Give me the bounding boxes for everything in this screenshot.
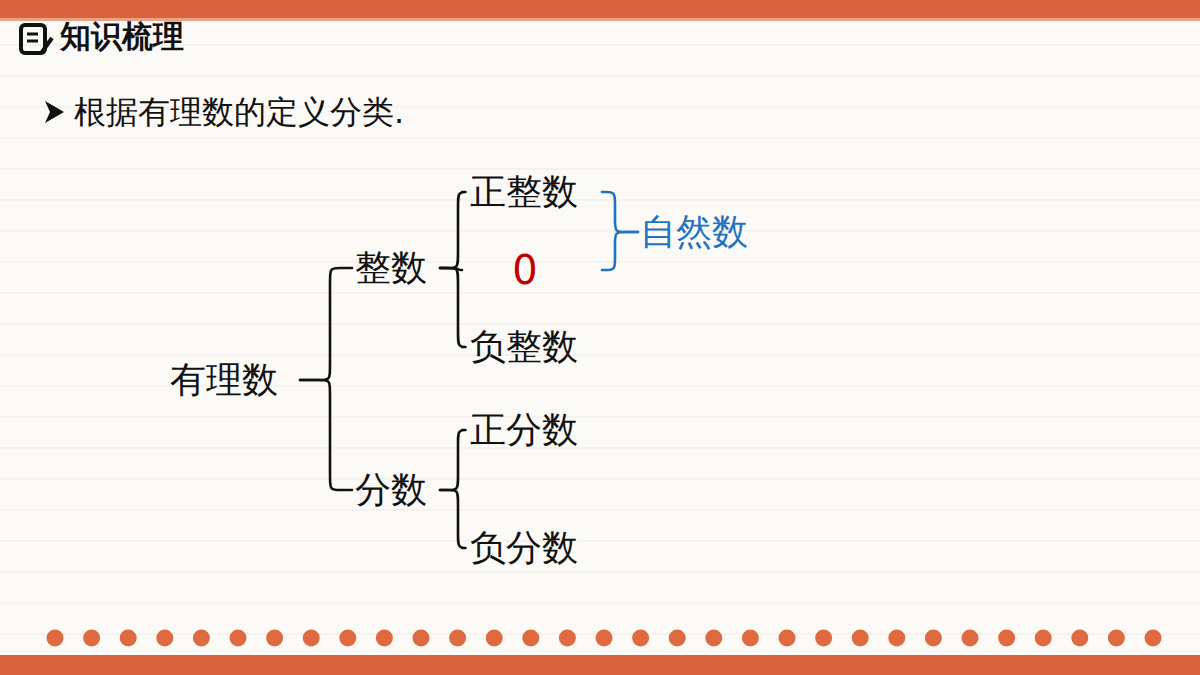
dot bbox=[376, 630, 393, 647]
icon-line bbox=[27, 40, 38, 43]
top-band bbox=[0, 0, 1200, 18]
dot bbox=[998, 630, 1015, 647]
ruled-line bbox=[0, 262, 1200, 263]
dot bbox=[303, 630, 320, 647]
ruled-line bbox=[0, 169, 1200, 170]
brace-connector bbox=[300, 380, 352, 490]
ruled-line bbox=[0, 417, 1200, 418]
term-label: 正分数 bbox=[470, 405, 602, 455]
dot bbox=[962, 630, 979, 647]
dot bbox=[1071, 630, 1088, 647]
term-label: 正整数 bbox=[470, 167, 602, 217]
term-label: 0 bbox=[462, 245, 588, 295]
slide-title: 知识梳理 bbox=[60, 14, 184, 58]
ruled-line bbox=[0, 200, 1200, 201]
dot bbox=[449, 630, 466, 647]
ruled-line bbox=[0, 76, 1200, 77]
bullet-arrow bbox=[45, 101, 64, 123]
dot bbox=[742, 630, 759, 647]
dot bbox=[120, 630, 137, 647]
header-icon bbox=[21, 25, 52, 53]
category-term: 分数 bbox=[352, 465, 440, 515]
category-term: 整数 bbox=[352, 243, 440, 293]
dot bbox=[779, 630, 796, 647]
ruled-line bbox=[0, 510, 1200, 511]
brace-connector bbox=[602, 232, 638, 270]
dot bbox=[559, 630, 576, 647]
ruled-line bbox=[0, 231, 1200, 232]
group-term: 自然数 bbox=[638, 207, 770, 257]
dot bbox=[193, 630, 210, 647]
zero-term: 0 bbox=[462, 245, 602, 295]
brace-connector bbox=[440, 268, 465, 347]
dot bbox=[1035, 630, 1052, 647]
icon-pen bbox=[42, 38, 52, 52]
dot bbox=[47, 630, 64, 647]
dot bbox=[522, 630, 539, 647]
term-label: 整数 bbox=[355, 243, 440, 293]
dot bbox=[852, 630, 869, 647]
ruled-line bbox=[0, 324, 1200, 325]
ruled-line bbox=[0, 603, 1200, 604]
ruled-line bbox=[0, 355, 1200, 356]
brace-connector bbox=[440, 192, 465, 268]
subtitle: 根据有理数的定义分类. bbox=[74, 90, 404, 134]
ruled-line bbox=[0, 479, 1200, 480]
term-label: 自然数 bbox=[640, 207, 770, 257]
leaf-term: 正分数 bbox=[462, 405, 602, 455]
ruled-lines bbox=[0, 45, 1200, 634]
dot bbox=[266, 630, 283, 647]
dot bbox=[669, 630, 686, 647]
dot bbox=[486, 630, 503, 647]
dot bbox=[815, 630, 832, 647]
dot bbox=[230, 630, 247, 647]
dot bbox=[1145, 630, 1162, 647]
ruled-line bbox=[0, 572, 1200, 573]
root-term: 有理数 bbox=[168, 355, 300, 405]
dot bbox=[413, 630, 430, 647]
connector-layer bbox=[300, 192, 638, 548]
dot bbox=[596, 630, 613, 647]
dot bbox=[156, 630, 173, 647]
term-label: 负整数 bbox=[470, 322, 602, 372]
ruled-line bbox=[0, 293, 1200, 294]
bottom-band bbox=[0, 655, 1200, 675]
ruled-line bbox=[0, 138, 1200, 139]
dot bbox=[1108, 630, 1125, 647]
term-label: 负分数 bbox=[470, 523, 602, 573]
icon-frame bbox=[21, 25, 45, 53]
dot bbox=[888, 630, 905, 647]
ruled-line bbox=[0, 541, 1200, 542]
leaf-term: 正整数 bbox=[462, 167, 602, 217]
brace-connector bbox=[440, 490, 465, 548]
dot bbox=[339, 630, 356, 647]
term-label: 分数 bbox=[355, 465, 440, 515]
dot bbox=[632, 630, 649, 647]
leaf-term: 负整数 bbox=[462, 322, 602, 372]
brace-connector bbox=[602, 192, 638, 232]
brace-connector bbox=[440, 430, 465, 490]
leaf-term: 负分数 bbox=[462, 523, 602, 573]
icon-line bbox=[27, 33, 38, 36]
term-label: 有理数 bbox=[170, 355, 300, 405]
dot bbox=[83, 630, 100, 647]
dot bbox=[705, 630, 722, 647]
dot bbox=[925, 630, 942, 647]
brace-connector bbox=[300, 268, 352, 380]
ruled-line bbox=[0, 448, 1200, 449]
dot-row bbox=[47, 630, 1162, 647]
